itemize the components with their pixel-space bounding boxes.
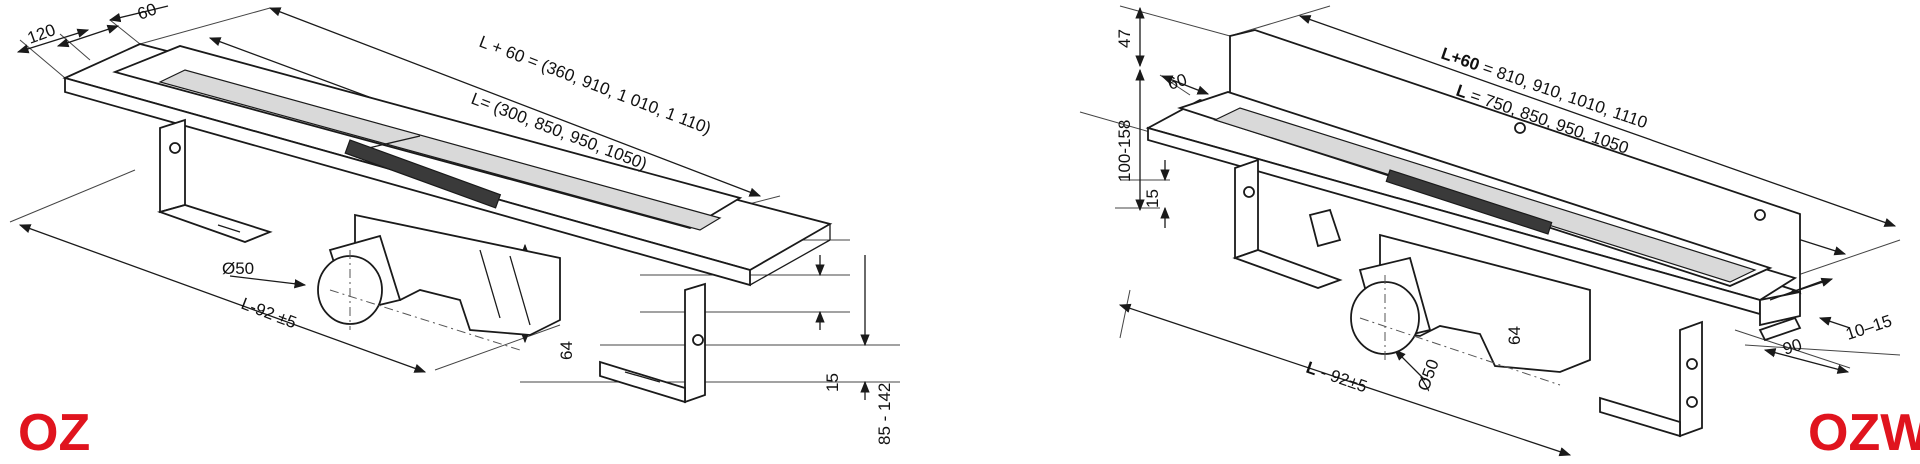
ozw-drawing [1079, 5, 1901, 457]
oz-dim-length-minus-92: L-92 ±5 [239, 294, 300, 332]
ozw-channel [1145, 91, 1801, 327]
oz-dim-64: 64 [557, 341, 576, 360]
ozw-dim-64: 64 [1505, 326, 1524, 345]
oz-dim-15: 15 [823, 373, 842, 392]
ozw-dim-length-plus-60-key: L+60 [1439, 44, 1482, 75]
oz-dim-120: 120 [25, 20, 58, 48]
ozw-dim-length-minus-92: L - 92±5 [1304, 358, 1370, 397]
ozw-dim-15: 15 [1143, 189, 1162, 208]
oz-dim-85-142: 85 - 142 [875, 383, 894, 445]
oz-dim-60: 60 [135, 0, 159, 24]
oz-channel [62, 43, 833, 287]
ozw-dim-outlet-diameter: Ø50 [1414, 357, 1443, 394]
ozw-dim-90: 90 [1780, 335, 1804, 359]
ozw-dim-10-15: 10–15 [1843, 311, 1894, 344]
ozw-label: OZW [1808, 404, 1920, 462]
oz-siphon [317, 213, 561, 351]
ozw-left-bracket [1232, 158, 1343, 289]
ozw-dim-length-minus-92-values: - 92±5 [1314, 361, 1370, 396]
oz-left-bracket [157, 118, 273, 243]
oz-right-bracket [599, 282, 706, 404]
ozw-dim-47: 47 [1115, 29, 1134, 48]
ozw-right-bracket [1599, 320, 1703, 438]
oz-label: OZ [18, 404, 90, 462]
ozw-siphon [1308, 208, 1591, 386]
oz-drawing [9, 5, 900, 404]
oz-dim-outlet-diameter: Ø50 [222, 259, 254, 278]
ozw-dim-60: 60 [1165, 70, 1189, 94]
ozw-dim-100-158: 100-158 [1115, 120, 1134, 182]
ozw-end-clip [1758, 279, 1826, 342]
